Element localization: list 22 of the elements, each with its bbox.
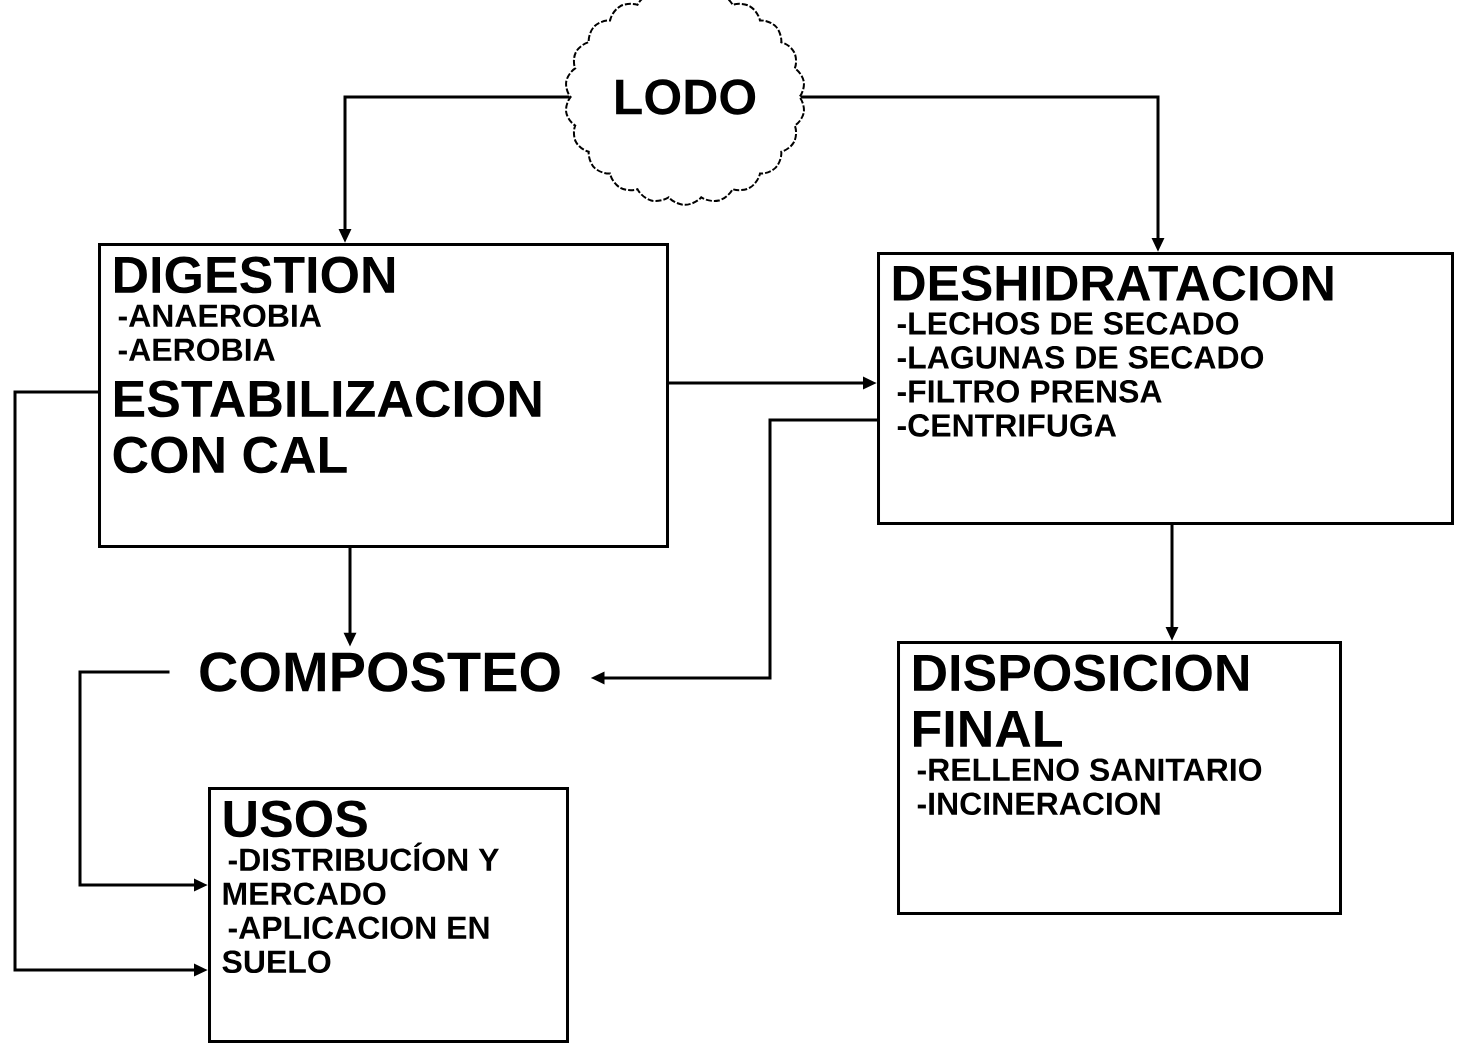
cloud-shape bbox=[565, 0, 805, 206]
list-item: -FILTRO PRENSA bbox=[897, 380, 1162, 403]
box-title: COMPOSTEO bbox=[200, 652, 560, 692]
box-title: DIGESTION bbox=[115, 256, 395, 294]
list-item: -CENTRIFUGA bbox=[897, 414, 1117, 437]
list-item: -DISTRIBUCÍON Y MERCADO bbox=[223, 842, 499, 906]
list-item: -APLICACION EN SUELO bbox=[222, 916, 489, 974]
process-box bbox=[897, 641, 1342, 915]
list-item: -LAGUNAS DE SECADO bbox=[897, 346, 1264, 369]
process-box bbox=[877, 252, 1454, 525]
box-title: DESHIDRATACION bbox=[893, 265, 1333, 301]
list-item: -LECHOS DE SECADO bbox=[897, 312, 1239, 335]
box-title: DISPOSICION FINAL bbox=[914, 654, 1248, 747]
list-item: -AEROBIA bbox=[118, 338, 275, 362]
process-box bbox=[98, 243, 669, 548]
list-item: -ANAEROBIA bbox=[118, 304, 322, 328]
process-box bbox=[208, 787, 569, 1043]
list-item: -RELLENO SANITARIO bbox=[917, 758, 1262, 782]
box-title: ESTABILIZACION CON CAL bbox=[113, 380, 541, 474]
box-title: USOS bbox=[224, 800, 367, 838]
list-item: -INCINERACION bbox=[917, 792, 1160, 816]
box-title: LODO bbox=[616, 79, 756, 115]
